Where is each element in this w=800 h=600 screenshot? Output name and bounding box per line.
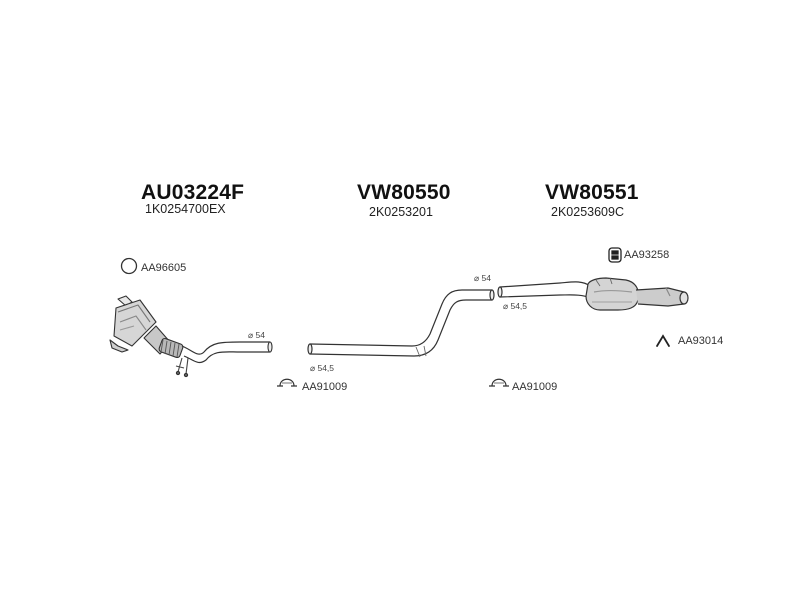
front-pipe-part [109,295,273,378]
seal-ring-icon [120,257,138,275]
rubber-mount-label: AA93258 [624,249,670,261]
middle-outlet-diameter: ⌀ 54 [474,273,491,283]
rear-inlet-diameter: ⌀ 54,5 [503,301,528,311]
assembly-oem-rear: 2K0253609C [551,205,624,219]
clamp-2-label: AA91009 [512,381,558,393]
assembly-code-middle: VW80550 [357,181,451,204]
middle-inlet-diameter: ⌀ 54,5 [310,363,335,373]
clamp-1-icon [277,378,297,387]
clamp-2-icon [489,378,509,387]
assembly-code-rear: VW80551 [545,181,639,204]
rear-muffler-part [497,277,689,311]
hanger-bracket-label: AA93014 [678,335,724,347]
assembly-oem-middle: 2K0253201 [369,205,433,219]
clamp-1-label: AA91009 [302,381,348,393]
assembly-oem-front: 1K0254700EX [145,202,226,216]
assembly-code-front: AU03224F [141,181,245,204]
seal-ring-label: AA96605 [141,262,187,274]
middle-pipe-part [307,289,495,358]
front-outlet-diameter: ⌀ 54 [248,330,265,340]
rubber-mount-icon [608,247,622,263]
hanger-bracket-icon [656,334,670,347]
